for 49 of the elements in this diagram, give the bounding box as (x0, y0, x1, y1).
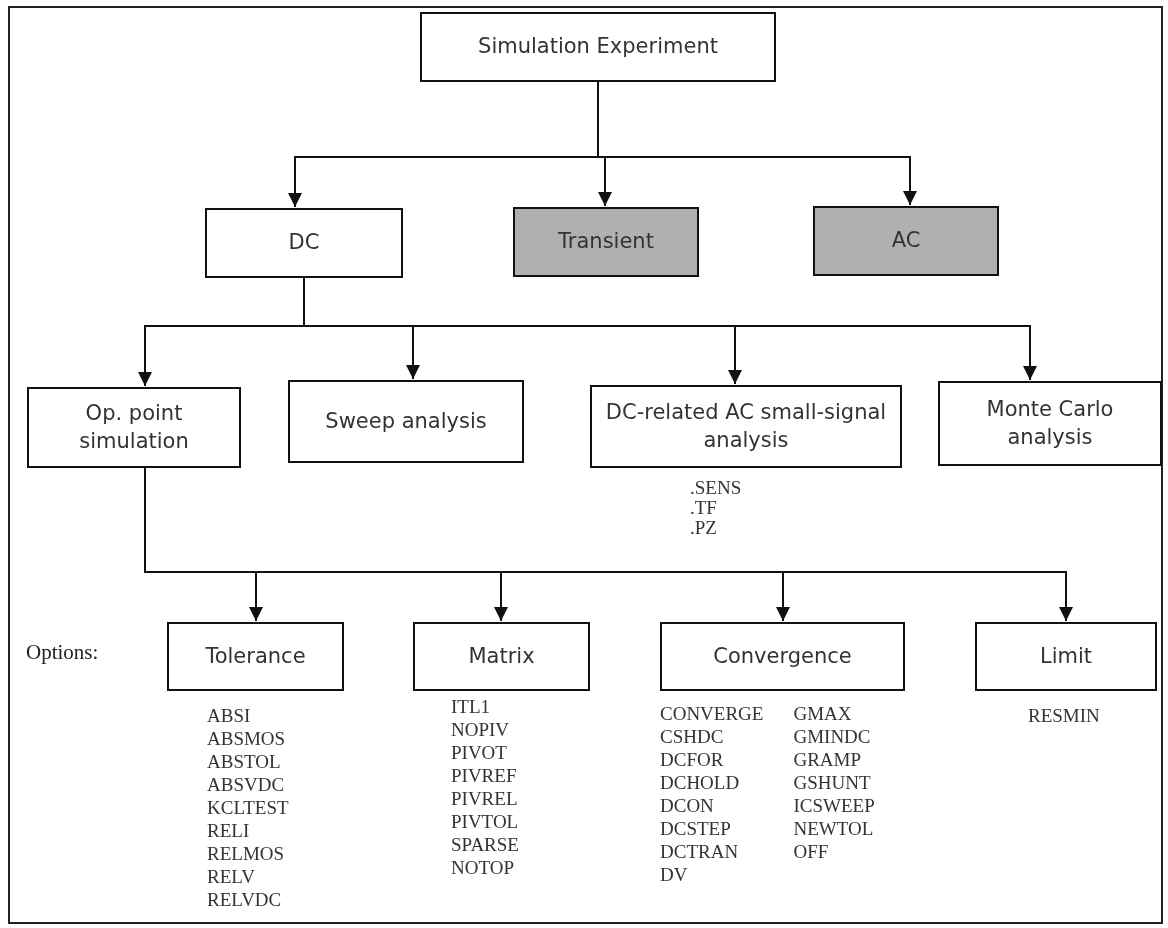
process-box: Convergence (660, 622, 905, 691)
option-name: PIVTOL (451, 810, 519, 833)
option-name: RELV (207, 865, 256, 888)
option-name: GSHUNT (793, 771, 872, 794)
option-name: .PZ (690, 518, 718, 538)
option-name: ICSWEEP (793, 794, 875, 817)
option-name: DCSTEP (660, 817, 732, 840)
option-name: DCFOR (660, 748, 725, 771)
option-name: ITL1 (451, 695, 492, 718)
option-name: DCHOLD (660, 771, 741, 794)
process-box: Sweep analysis (288, 380, 524, 463)
process-box: DC (205, 208, 403, 278)
option-name: RELVDC (207, 888, 283, 911)
shaded-box: Transient (513, 207, 699, 277)
process-box: DC-related AC small-signal analysis (590, 385, 902, 468)
option-name: RELMOS (207, 842, 286, 865)
process-box: Op. point simulation (27, 387, 241, 468)
option-name: DCTRAN (660, 840, 740, 863)
process-box: Simulation Experiment (420, 12, 776, 82)
shaded-box: AC (813, 206, 999, 276)
option-name: DCON (660, 794, 715, 817)
row-label: Options: (26, 640, 99, 665)
process-box: Matrix (413, 622, 590, 691)
process-box: Limit (975, 622, 1157, 691)
option-name: CSHDC (660, 725, 725, 748)
option-name: OFF (793, 840, 830, 863)
option-name: ABSTOL (207, 750, 282, 773)
option-name: .TF (690, 498, 718, 518)
option-name: KCLTEST (207, 796, 289, 819)
option-name: ABSMOS (207, 727, 287, 750)
option-name: SPARSE (451, 833, 519, 856)
option-name: PIVREF (451, 764, 518, 787)
process-box: Monte Carlo analysis (938, 381, 1162, 466)
option-name: GMAX (793, 702, 853, 725)
option-name: NOPIV (451, 718, 511, 741)
option-name: DV (660, 863, 689, 886)
option-name: RELI (207, 819, 251, 842)
option-name: .SENS (690, 478, 742, 498)
option-name: CONVERGE (660, 702, 764, 725)
option-name: GMINDC (793, 725, 872, 748)
option-name: RESMIN (1028, 704, 1100, 727)
option-name: ABSI (207, 704, 252, 727)
option-name: NEWTOL (793, 817, 875, 840)
process-box: Tolerance (167, 622, 344, 691)
option-name: PIVREL (451, 787, 519, 810)
option-name: GRAMP (793, 748, 863, 771)
option-name: NOTOP (451, 856, 515, 879)
option-name: PIVOT (451, 741, 508, 764)
option-name: ABSVDC (207, 773, 286, 796)
